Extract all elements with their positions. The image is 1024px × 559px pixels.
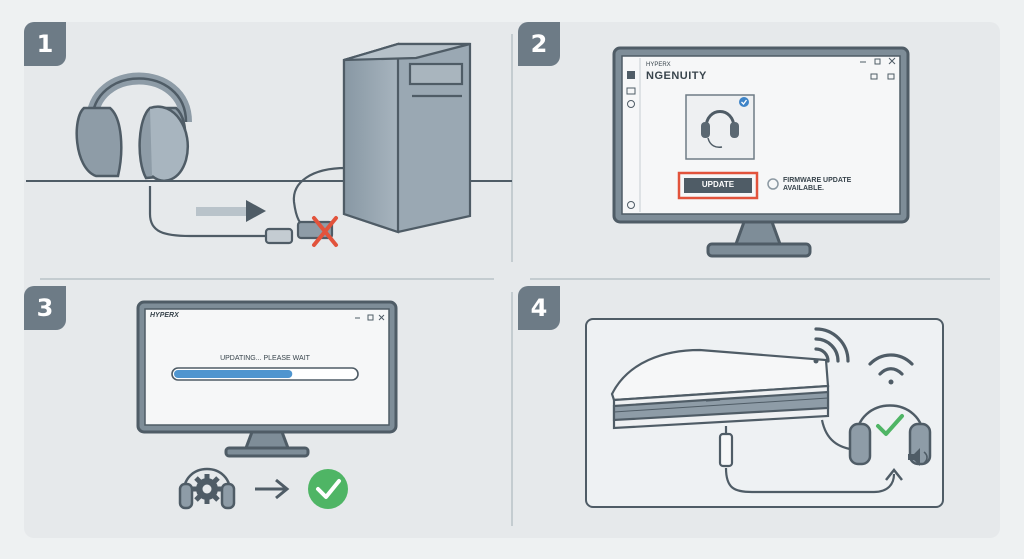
app-title: NGENUITY <box>646 70 707 82</box>
headset-icon <box>75 72 192 182</box>
window-controls <box>355 314 385 321</box>
update-status-text: UPDATING... PLEASE WAIT <box>220 355 310 362</box>
arrow-icon <box>196 200 266 222</box>
firmware-status-line-1: FIRMWARE UPDATE <box>783 177 852 184</box>
app-brand-label: HYPERX <box>646 62 671 68</box>
error-x-icon <box>312 216 338 247</box>
wifi-icon <box>868 353 914 385</box>
console-icon <box>610 348 830 430</box>
update-window-brand: HYPERX <box>150 312 179 319</box>
firmware-status-text: FIRMWARE UPDATE AVAILABLE. <box>783 177 851 193</box>
firmware-status-line-2: AVAILABLE. <box>783 185 824 192</box>
check-icon <box>308 469 348 509</box>
update-button-bg <box>684 178 752 193</box>
update-highlight <box>677 171 759 200</box>
gear-icon <box>192 474 222 504</box>
firmware-status-indicator <box>767 178 779 190</box>
headset-card <box>685 94 755 160</box>
progress-bar <box>171 367 359 381</box>
app-sidebar <box>626 58 641 212</box>
monitor-icon <box>136 300 398 458</box>
step-2-badge: 2 <box>518 22 560 66</box>
window-controls <box>860 57 896 80</box>
pc-tower-icon <box>342 42 472 234</box>
cable-icon <box>148 166 347 245</box>
step-4-badge: 4 <box>518 286 560 330</box>
update-button[interactable]: UPDATE <box>701 180 735 189</box>
check-icon <box>876 414 904 436</box>
wifi-icon <box>813 327 850 364</box>
divider-lines <box>40 34 990 526</box>
speaker-icon <box>908 448 928 466</box>
step-1-badge: 1 <box>24 22 66 66</box>
arrow-icon <box>255 478 290 500</box>
headset-icon <box>178 467 236 510</box>
step-3-badge: 3 <box>24 286 66 330</box>
